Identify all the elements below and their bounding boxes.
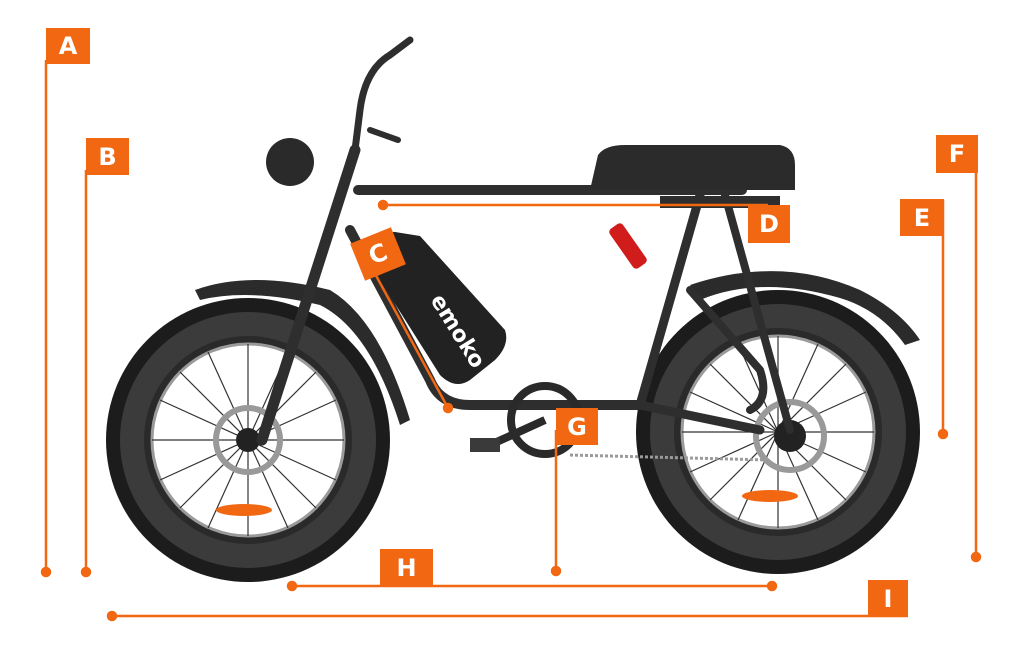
- label-e: E: [900, 199, 944, 236]
- label-f: F: [936, 135, 978, 173]
- label-a: A: [46, 28, 90, 64]
- front-wheel: [106, 298, 390, 582]
- dimension-lines: [40, 60, 982, 622]
- seat: [590, 145, 795, 190]
- drivetrain: [470, 382, 771, 462]
- label-g: G: [556, 408, 598, 445]
- label-i: I: [868, 580, 908, 617]
- label-d: D: [748, 205, 790, 243]
- rear-shock: [609, 223, 647, 269]
- headlight: [266, 138, 314, 186]
- label-b: B: [86, 138, 129, 175]
- rear-fender: [690, 271, 920, 345]
- label-h: H: [380, 549, 433, 587]
- battery: emoko: [370, 232, 507, 384]
- rear-wheel: [636, 290, 920, 574]
- frame: [256, 36, 794, 446]
- front-fender: [195, 280, 410, 425]
